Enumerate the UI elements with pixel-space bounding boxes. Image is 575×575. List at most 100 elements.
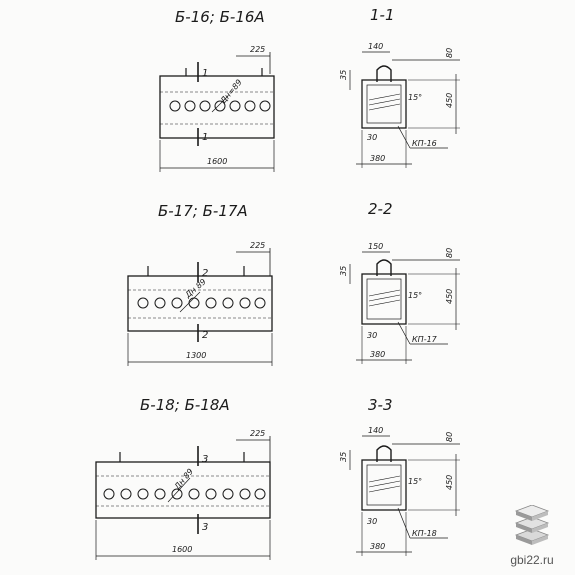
pipe-hole (188, 297, 200, 309)
dimension-label: 225 (250, 429, 265, 438)
dimension-label: 30 (367, 331, 377, 340)
hole-label: Дн 89 (172, 467, 195, 492)
section-cut-label: 1 (202, 132, 208, 143)
section-outline (361, 459, 407, 511)
beam-outline (127, 275, 273, 332)
dimension-label: 1600 (207, 157, 227, 166)
section-cut-label: 2 (202, 330, 208, 341)
hole-row (169, 100, 271, 112)
pipe-hole (188, 488, 200, 500)
rebar-bar (368, 299, 401, 307)
dimension-label: 35 (339, 452, 348, 462)
dimension-label: 35 (339, 70, 348, 80)
beam-drawing-b18: Б-18; Б-18А 225 Дн 89 3 3 1600 (95, 396, 271, 560)
leader-line (397, 507, 411, 539)
pipe-hole (239, 297, 251, 309)
rebar-cage (366, 84, 402, 124)
dimension-label: 150 (368, 242, 383, 251)
angle-label: 15° (408, 477, 422, 486)
rebar-bar (368, 475, 401, 483)
pipe-hole (239, 488, 251, 500)
dimension-label: 450 (445, 289, 454, 304)
section-title: 3-3 (368, 396, 393, 414)
rebar-bar (368, 485, 401, 493)
pipe-hole (259, 100, 271, 112)
dimension-label: 140 (368, 426, 383, 435)
pipe-hole (103, 488, 115, 500)
rebar-bar (368, 289, 401, 297)
rebar-bar (368, 98, 401, 106)
dimension-label: 225 (250, 45, 265, 54)
section-title: 1-1 (370, 6, 395, 24)
pipe-hole (254, 297, 266, 309)
pipe-hole (222, 297, 234, 309)
leader-line (397, 125, 411, 149)
dimension-label: 80 (445, 432, 454, 442)
lifting-loop (376, 65, 392, 82)
frame-label: КП-16 (412, 139, 437, 148)
pipe-hole (137, 488, 149, 500)
rebar-cage (366, 464, 402, 506)
beam-title: Б-18; Б-18А (140, 396, 230, 414)
pipe-hole (171, 297, 183, 309)
dimension-label: 30 (367, 133, 377, 142)
beam-drawing-b16: Б-16; Б-16А 225 Дн=89 1 1 (159, 8, 275, 172)
pipe-hole (184, 100, 196, 112)
dimension-label: 380 (370, 154, 385, 163)
lifting-loop (376, 445, 392, 462)
pipe-hole (214, 100, 226, 112)
dimension-label: 1600 (172, 545, 192, 554)
pipe-hole (154, 488, 166, 500)
dimension-label: 30 (367, 517, 377, 526)
pipe-hole (137, 297, 149, 309)
rebar-bar (368, 480, 401, 488)
pipe-hole (244, 100, 256, 112)
leader-line (397, 321, 411, 345)
pipe-hole (171, 488, 183, 500)
rebar-bar (368, 294, 401, 302)
pipe-hole (120, 488, 132, 500)
dimension-label: 380 (370, 350, 385, 359)
section-outline (361, 79, 407, 129)
pipe-hole (199, 100, 211, 112)
section-view-2: 2-2 150 80 15° 35 450 30 КП-17 380 (339, 200, 460, 364)
section-cut-label: 2 (202, 268, 208, 279)
pipe-hole (154, 297, 166, 309)
dimension-label: 35 (339, 266, 348, 276)
leader-line (211, 95, 229, 113)
hole-row (137, 297, 266, 309)
dimension-label: 1300 (186, 351, 206, 360)
angle-label: 15° (408, 93, 422, 102)
watermark-site-text: gbi22.ru (510, 553, 554, 567)
dimension-label: 140 (368, 42, 383, 51)
rebar-bar (368, 93, 401, 101)
section-view-1: 1-1 140 80 15° 35 450 30 КП-16 380 (339, 6, 460, 168)
section-outline (361, 273, 407, 325)
rebar-cage (366, 278, 402, 320)
pipe-hole (205, 488, 217, 500)
frame-label: КП-18 (412, 529, 437, 538)
lifting-loop (376, 259, 392, 276)
section-title: 2-2 (368, 200, 393, 218)
frame-label: КП-17 (412, 335, 438, 344)
dimension-label: 80 (445, 48, 454, 58)
dimension-label: 225 (250, 241, 265, 250)
dimension-label: 80 (445, 248, 454, 258)
beam-outline (95, 461, 271, 519)
beam-title: Б-17; Б-17А (158, 202, 248, 220)
dimension-label: 380 (370, 542, 385, 551)
leader-line (167, 477, 191, 503)
section-cut-label: 3 (202, 522, 208, 533)
pipe-hole (254, 488, 266, 500)
pipe-hole (222, 488, 234, 500)
pipe-hole (169, 100, 181, 112)
beam-title: Б-16; Б-16А (175, 8, 265, 26)
beam-drawing-b17: Б-17; Б-17А 225 Дн 89 2 2 1300 (127, 202, 273, 366)
site-watermark[interactable]: gbi22.ru (497, 504, 567, 567)
pipe-hole (205, 297, 217, 309)
section-cut-label: 1 (202, 68, 208, 79)
pipe-hole (229, 100, 241, 112)
rebar-bar (368, 103, 401, 111)
